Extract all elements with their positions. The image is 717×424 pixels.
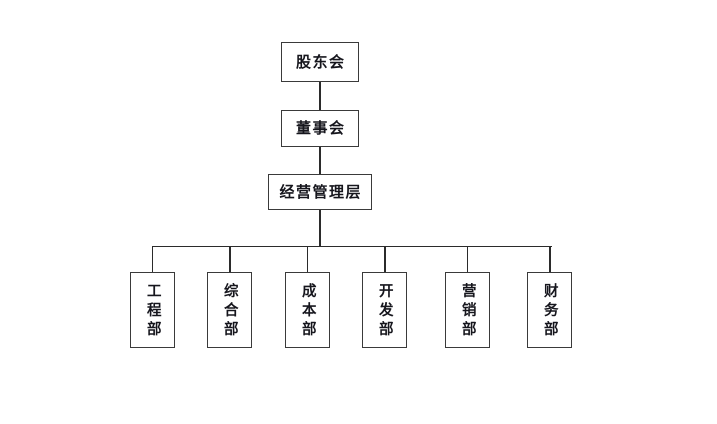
node-cost-label: 成本部: [299, 282, 317, 340]
node-general-affairs-label: 综合部: [221, 282, 239, 340]
connector-board-to-management: [319, 147, 321, 174]
connector-bus-to-engineering: [151, 245, 154, 273]
node-marketing-label: 营销部: [459, 282, 477, 340]
connector-bus-to-marketing: [466, 245, 469, 273]
connector-bus-to-cost: [306, 245, 309, 273]
node-cost[interactable]: 成本部: [285, 272, 330, 348]
node-finance-label: 财务部: [541, 282, 559, 340]
node-development[interactable]: 开发部: [362, 272, 407, 348]
connector-bus-to-general-affairs: [229, 245, 231, 273]
node-shareholders-label: 股东会: [295, 52, 346, 71]
connector-bus-to-finance: [549, 245, 552, 273]
node-development-label: 开发部: [376, 282, 394, 340]
node-engineering[interactable]: 工程部: [130, 272, 175, 348]
node-board[interactable]: 董事会: [281, 110, 359, 147]
connector-shareholders-to-board: [319, 82, 321, 110]
node-management[interactable]: 经营管理层: [268, 174, 372, 210]
node-general-affairs[interactable]: 综合部: [207, 272, 252, 348]
connector-bus-to-development: [384, 245, 387, 273]
node-management-label: 经营管理层: [279, 182, 362, 201]
node-engineering-label: 工程部: [144, 282, 162, 340]
node-marketing[interactable]: 营销部: [445, 272, 490, 348]
node-shareholders[interactable]: 股东会: [281, 42, 359, 82]
node-finance[interactable]: 财务部: [527, 272, 572, 348]
connector-management-to-bus: [319, 210, 321, 247]
connector-department-bus: [152, 245, 552, 248]
node-board-label: 董事会: [295, 119, 346, 137]
